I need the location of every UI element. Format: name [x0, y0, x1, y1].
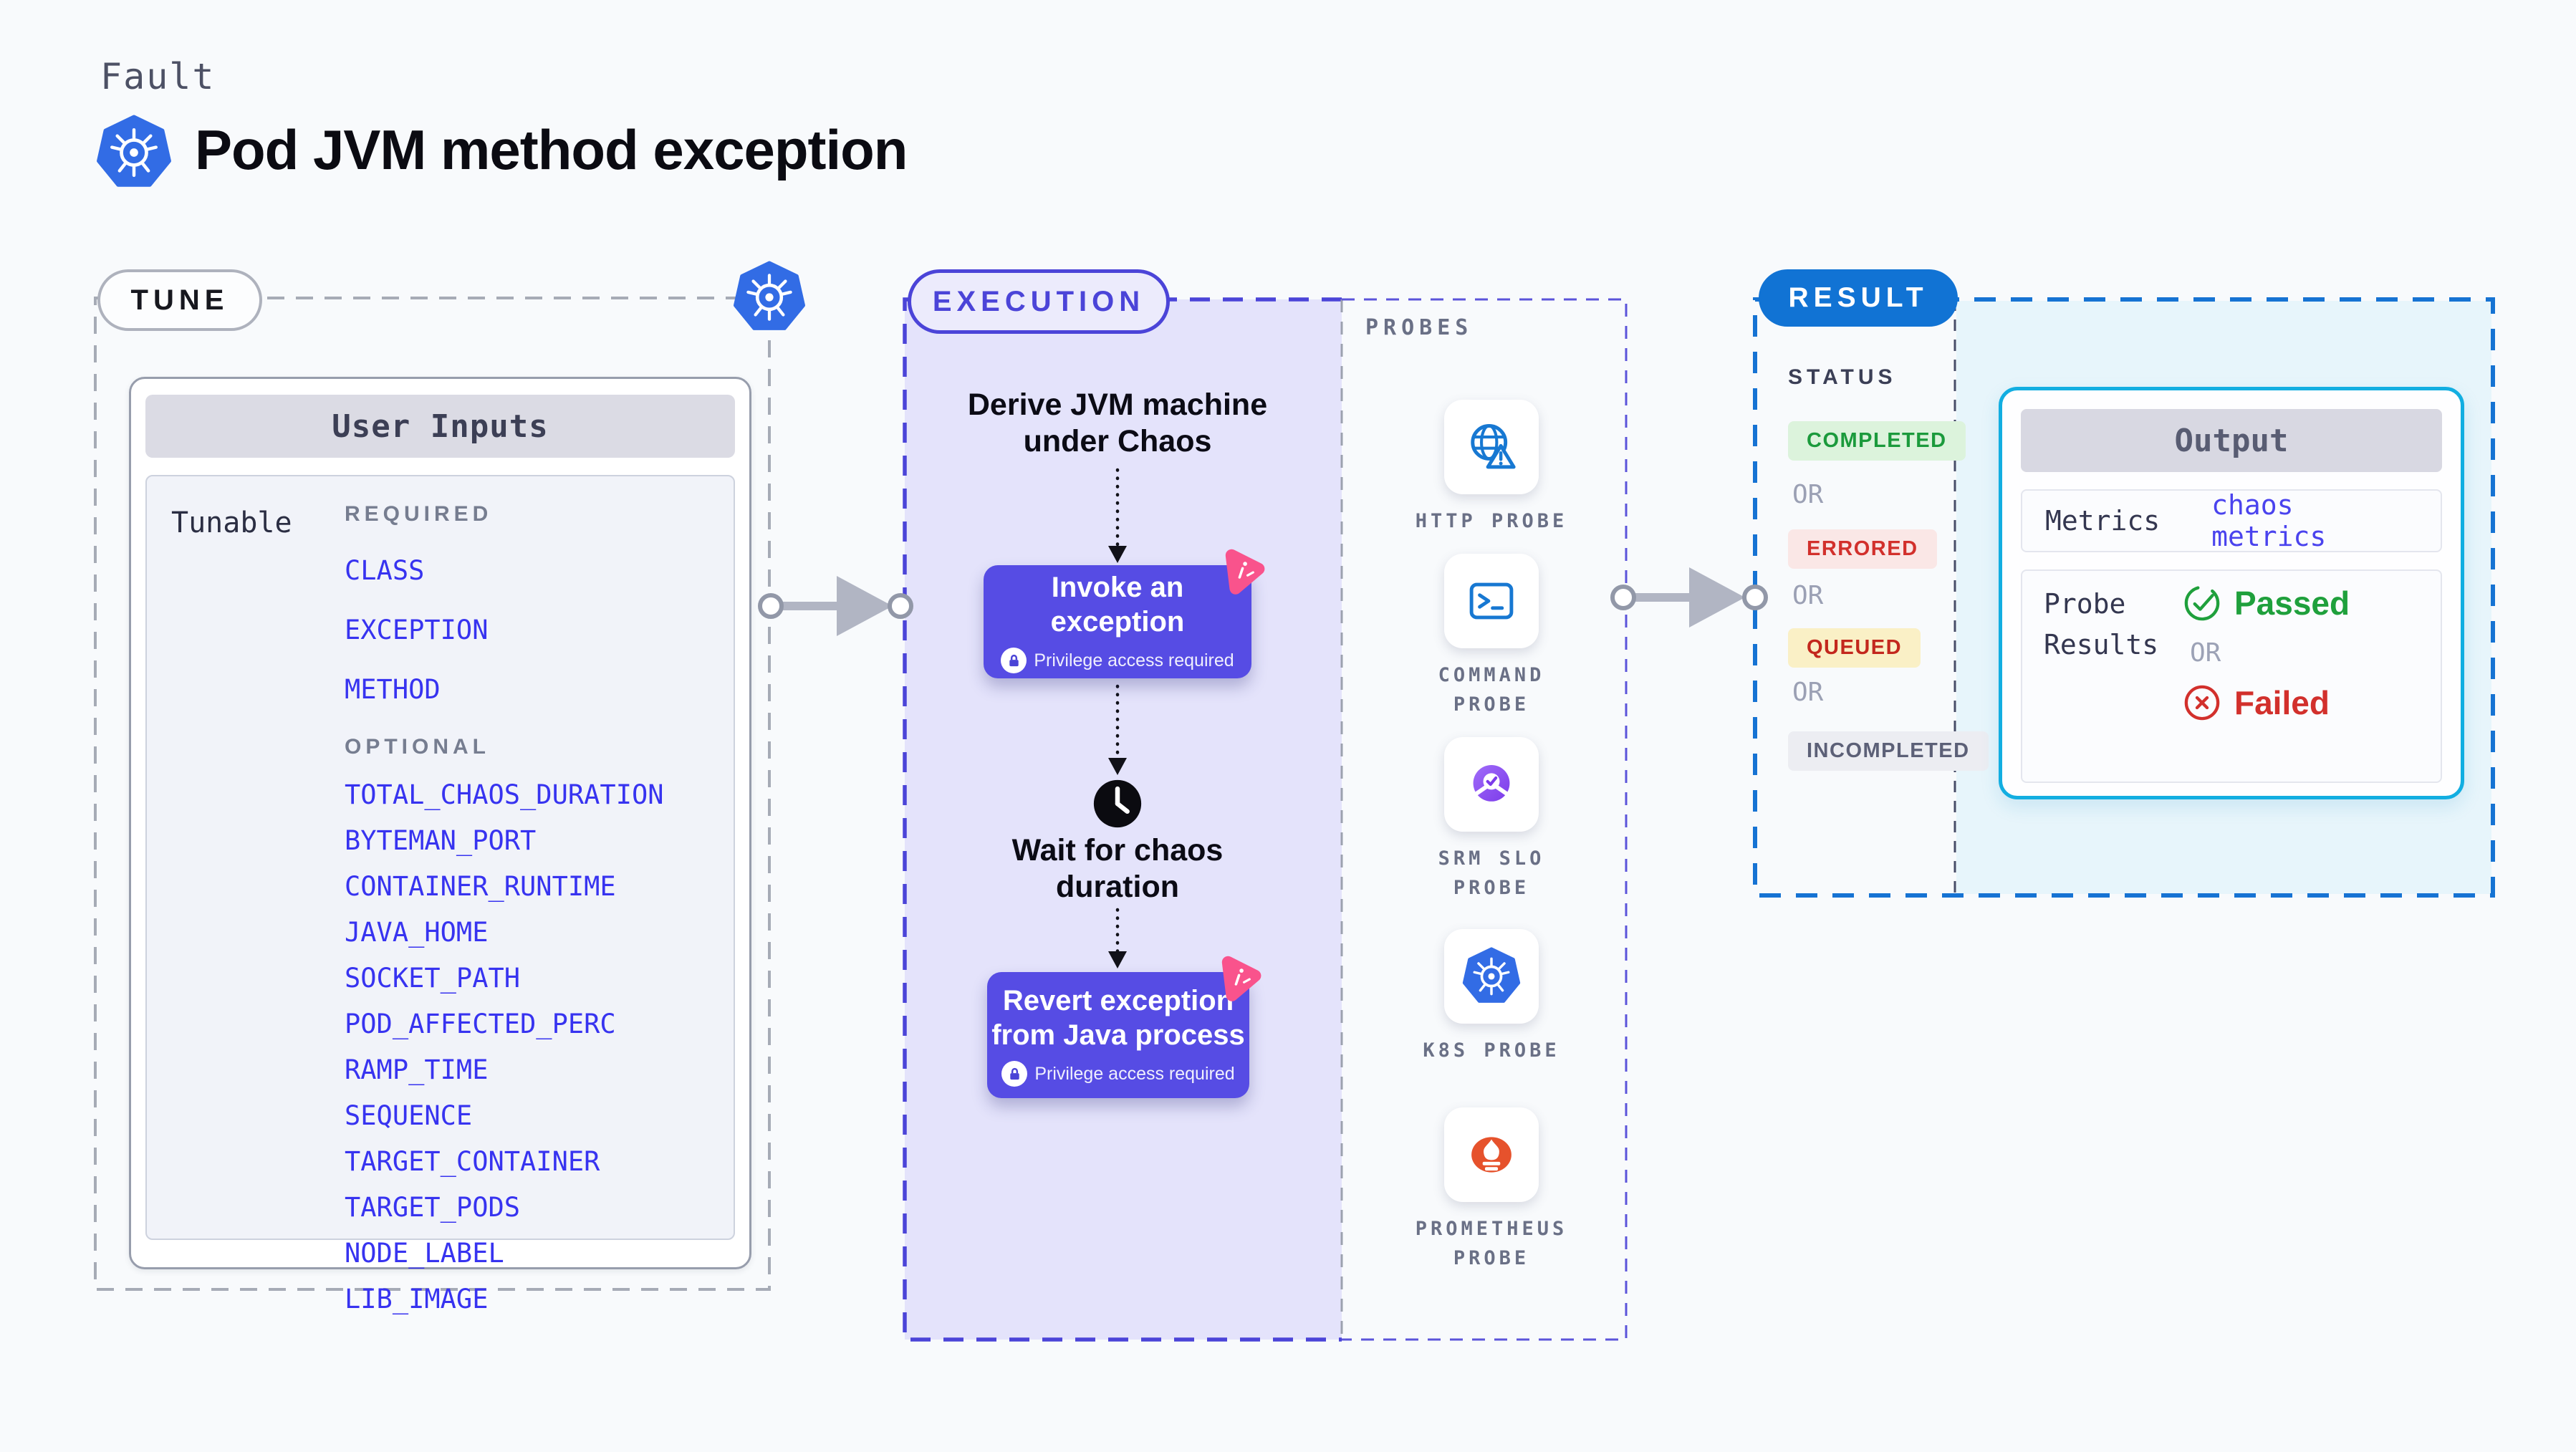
- result-badge: RESULT: [1759, 269, 1958, 327]
- fault-eyebrow: Fault: [100, 56, 216, 97]
- page-title: Pod JVM method exception: [195, 118, 908, 181]
- litmus-chaos-icon: [1215, 954, 1265, 1004]
- required-section-label: REQUIRED: [345, 502, 493, 526]
- output-card: Output Metrics chaos metrics Probe Resul…: [1999, 387, 2464, 799]
- privilege-note: Privilege access required: [1001, 1061, 1235, 1087]
- terminal-icon: [1469, 582, 1514, 620]
- metrics-row: Metrics chaos metrics: [2021, 489, 2442, 552]
- probe-label: SRM SLO PROBE: [1438, 847, 1545, 899]
- slo-donut-icon: [1473, 764, 1510, 802]
- privilege-note: Privilege access required: [1001, 648, 1234, 673]
- output-title: Output: [2021, 409, 2442, 472]
- passed-label: Passed: [2234, 585, 2350, 622]
- status-section-label: STATUS: [1788, 365, 1897, 389]
- status-badge-queued: QUEUED: [1788, 628, 1921, 668]
- revert-exception-step[interactable]: Revert exception from Java process Privi…: [987, 972, 1249, 1098]
- or-label: OR: [1792, 581, 1824, 610]
- user-inputs-title: User Inputs: [145, 395, 735, 458]
- tunable-required[interactable]: METHOD: [345, 674, 441, 705]
- tunable-label: Tunable: [171, 506, 292, 539]
- probe-item-http: HTTP PROBE: [1359, 400, 1624, 537]
- metrics-label: Metrics: [2045, 505, 2161, 537]
- user-inputs-panel: Tunable REQUIRED CLASS EXCEPTION METHOD …: [145, 475, 735, 1314]
- tunable-optional[interactable]: CONTAINER_RUNTIME: [345, 871, 616, 902]
- optional-section-label: OPTIONAL: [345, 735, 490, 759]
- tunable-optional[interactable]: NODE_LABEL: [345, 1238, 504, 1269]
- kubernetes-icon: [96, 113, 172, 192]
- probe-results-label: Probe Results: [2044, 588, 2159, 660]
- command-probe-card[interactable]: [1444, 554, 1539, 648]
- invoke-exception-step[interactable]: Invoke an exception Privilege access req…: [984, 565, 1251, 678]
- prometheus-probe-card[interactable]: [1444, 1107, 1539, 1202]
- kubernetes-icon: [733, 260, 806, 335]
- probe-item-k8s: K8S PROBE: [1359, 929, 1624, 1066]
- execution-badge: EXECUTION: [908, 269, 1170, 334]
- tunable-optional[interactable]: TARGET_CONTAINER: [345, 1146, 600, 1177]
- passed-verdict: Passed: [2183, 584, 2350, 622]
- or-label: OR: [2190, 638, 2221, 668]
- kubernetes-icon: [1462, 947, 1521, 1006]
- status-badge-completed: COMPLETED: [1788, 421, 1966, 461]
- arrow-tune-to-execution: [758, 576, 913, 636]
- privilege-note-text: Privilege access required: [1034, 1063, 1235, 1084]
- tunable-optional[interactable]: LIB_IMAGE: [345, 1284, 489, 1314]
- tunable-optional[interactable]: RAMP_TIME: [345, 1054, 489, 1085]
- user-inputs-card: User Inputs Tunable REQUIRED CLASS EXCEP…: [129, 377, 751, 1314]
- tunable-optional[interactable]: JAVA_HOME: [345, 917, 489, 948]
- probe-results-values: Passed OR Failed: [2183, 584, 2350, 769]
- derive-step-label: Derive JVM machine under Chaos: [967, 388, 1268, 458]
- tunable-optional[interactable]: SOCKET_PATH: [345, 963, 521, 994]
- tunable-optional[interactable]: TARGET_PODS: [345, 1192, 521, 1223]
- probe-label: COMMAND PROBE: [1438, 664, 1545, 716]
- tunable-optional[interactable]: SEQUENCE: [345, 1100, 473, 1131]
- probe-label: HTTP PROBE: [1415, 510, 1568, 532]
- tunables-list: REQUIRED CLASS EXCEPTION METHOD OPTIONAL…: [345, 492, 725, 1314]
- or-label: OR: [1792, 480, 1824, 509]
- wait-step-label: Wait for chaos duration: [1011, 833, 1224, 904]
- probe-item-prometheus: PROMETHEUS PROBE: [1359, 1107, 1624, 1273]
- check-circle-icon: [2184, 585, 2220, 621]
- tune-badge: TUNE: [97, 269, 262, 331]
- status-badge-errored: ERRORED: [1788, 529, 1937, 569]
- lock-icon: [1001, 1061, 1028, 1087]
- globe-alert-icon: [1471, 424, 1516, 469]
- http-probe-card[interactable]: [1444, 400, 1539, 494]
- failed-verdict: Failed: [2183, 683, 2350, 722]
- probe-results-row: Probe Results Passed OR Faile: [2021, 569, 2442, 783]
- probe-label: PROMETHEUS PROBE: [1415, 1218, 1568, 1269]
- or-label: OR: [1792, 678, 1824, 707]
- probe-label: K8S PROBE: [1423, 1039, 1560, 1062]
- probes-section-label: PROBES: [1365, 315, 1474, 340]
- tunable-optional[interactable]: BYTEMAN_PORT: [345, 825, 537, 856]
- failed-label: Failed: [2234, 684, 2330, 721]
- status-badge-incompleted: INCOMPLETED: [1788, 731, 1989, 771]
- revert-step-label: Revert exception from Java process: [991, 985, 1245, 1051]
- privilege-note-text: Privilege access required: [1034, 650, 1234, 670]
- lock-icon: [1001, 648, 1027, 673]
- invoke-step-label: Invoke an exception: [1050, 572, 1185, 638]
- probe-item-srm-slo: SRM SLO PROBE: [1359, 737, 1624, 903]
- tunable-required[interactable]: EXCEPTION: [345, 615, 489, 645]
- tunable-optional[interactable]: POD_AFFECTED_PERC: [345, 1009, 616, 1039]
- prometheus-icon: [1471, 1137, 1512, 1173]
- srm-slo-probe-card[interactable]: [1444, 737, 1539, 832]
- probe-item-command: COMMAND PROBE: [1359, 554, 1624, 719]
- tunable-optional[interactable]: TOTAL_CHAOS_DURATION: [345, 779, 664, 810]
- clock-icon: [1093, 779, 1142, 828]
- x-circle-icon: [2184, 685, 2220, 721]
- arrow-probes-to-result: [1610, 567, 1768, 628]
- k8s-probe-card[interactable]: [1444, 929, 1539, 1024]
- litmus-chaos-icon: [1219, 547, 1269, 597]
- tunable-required[interactable]: CLASS: [345, 555, 425, 586]
- chaos-metrics-link[interactable]: chaos metrics: [2211, 489, 2327, 552]
